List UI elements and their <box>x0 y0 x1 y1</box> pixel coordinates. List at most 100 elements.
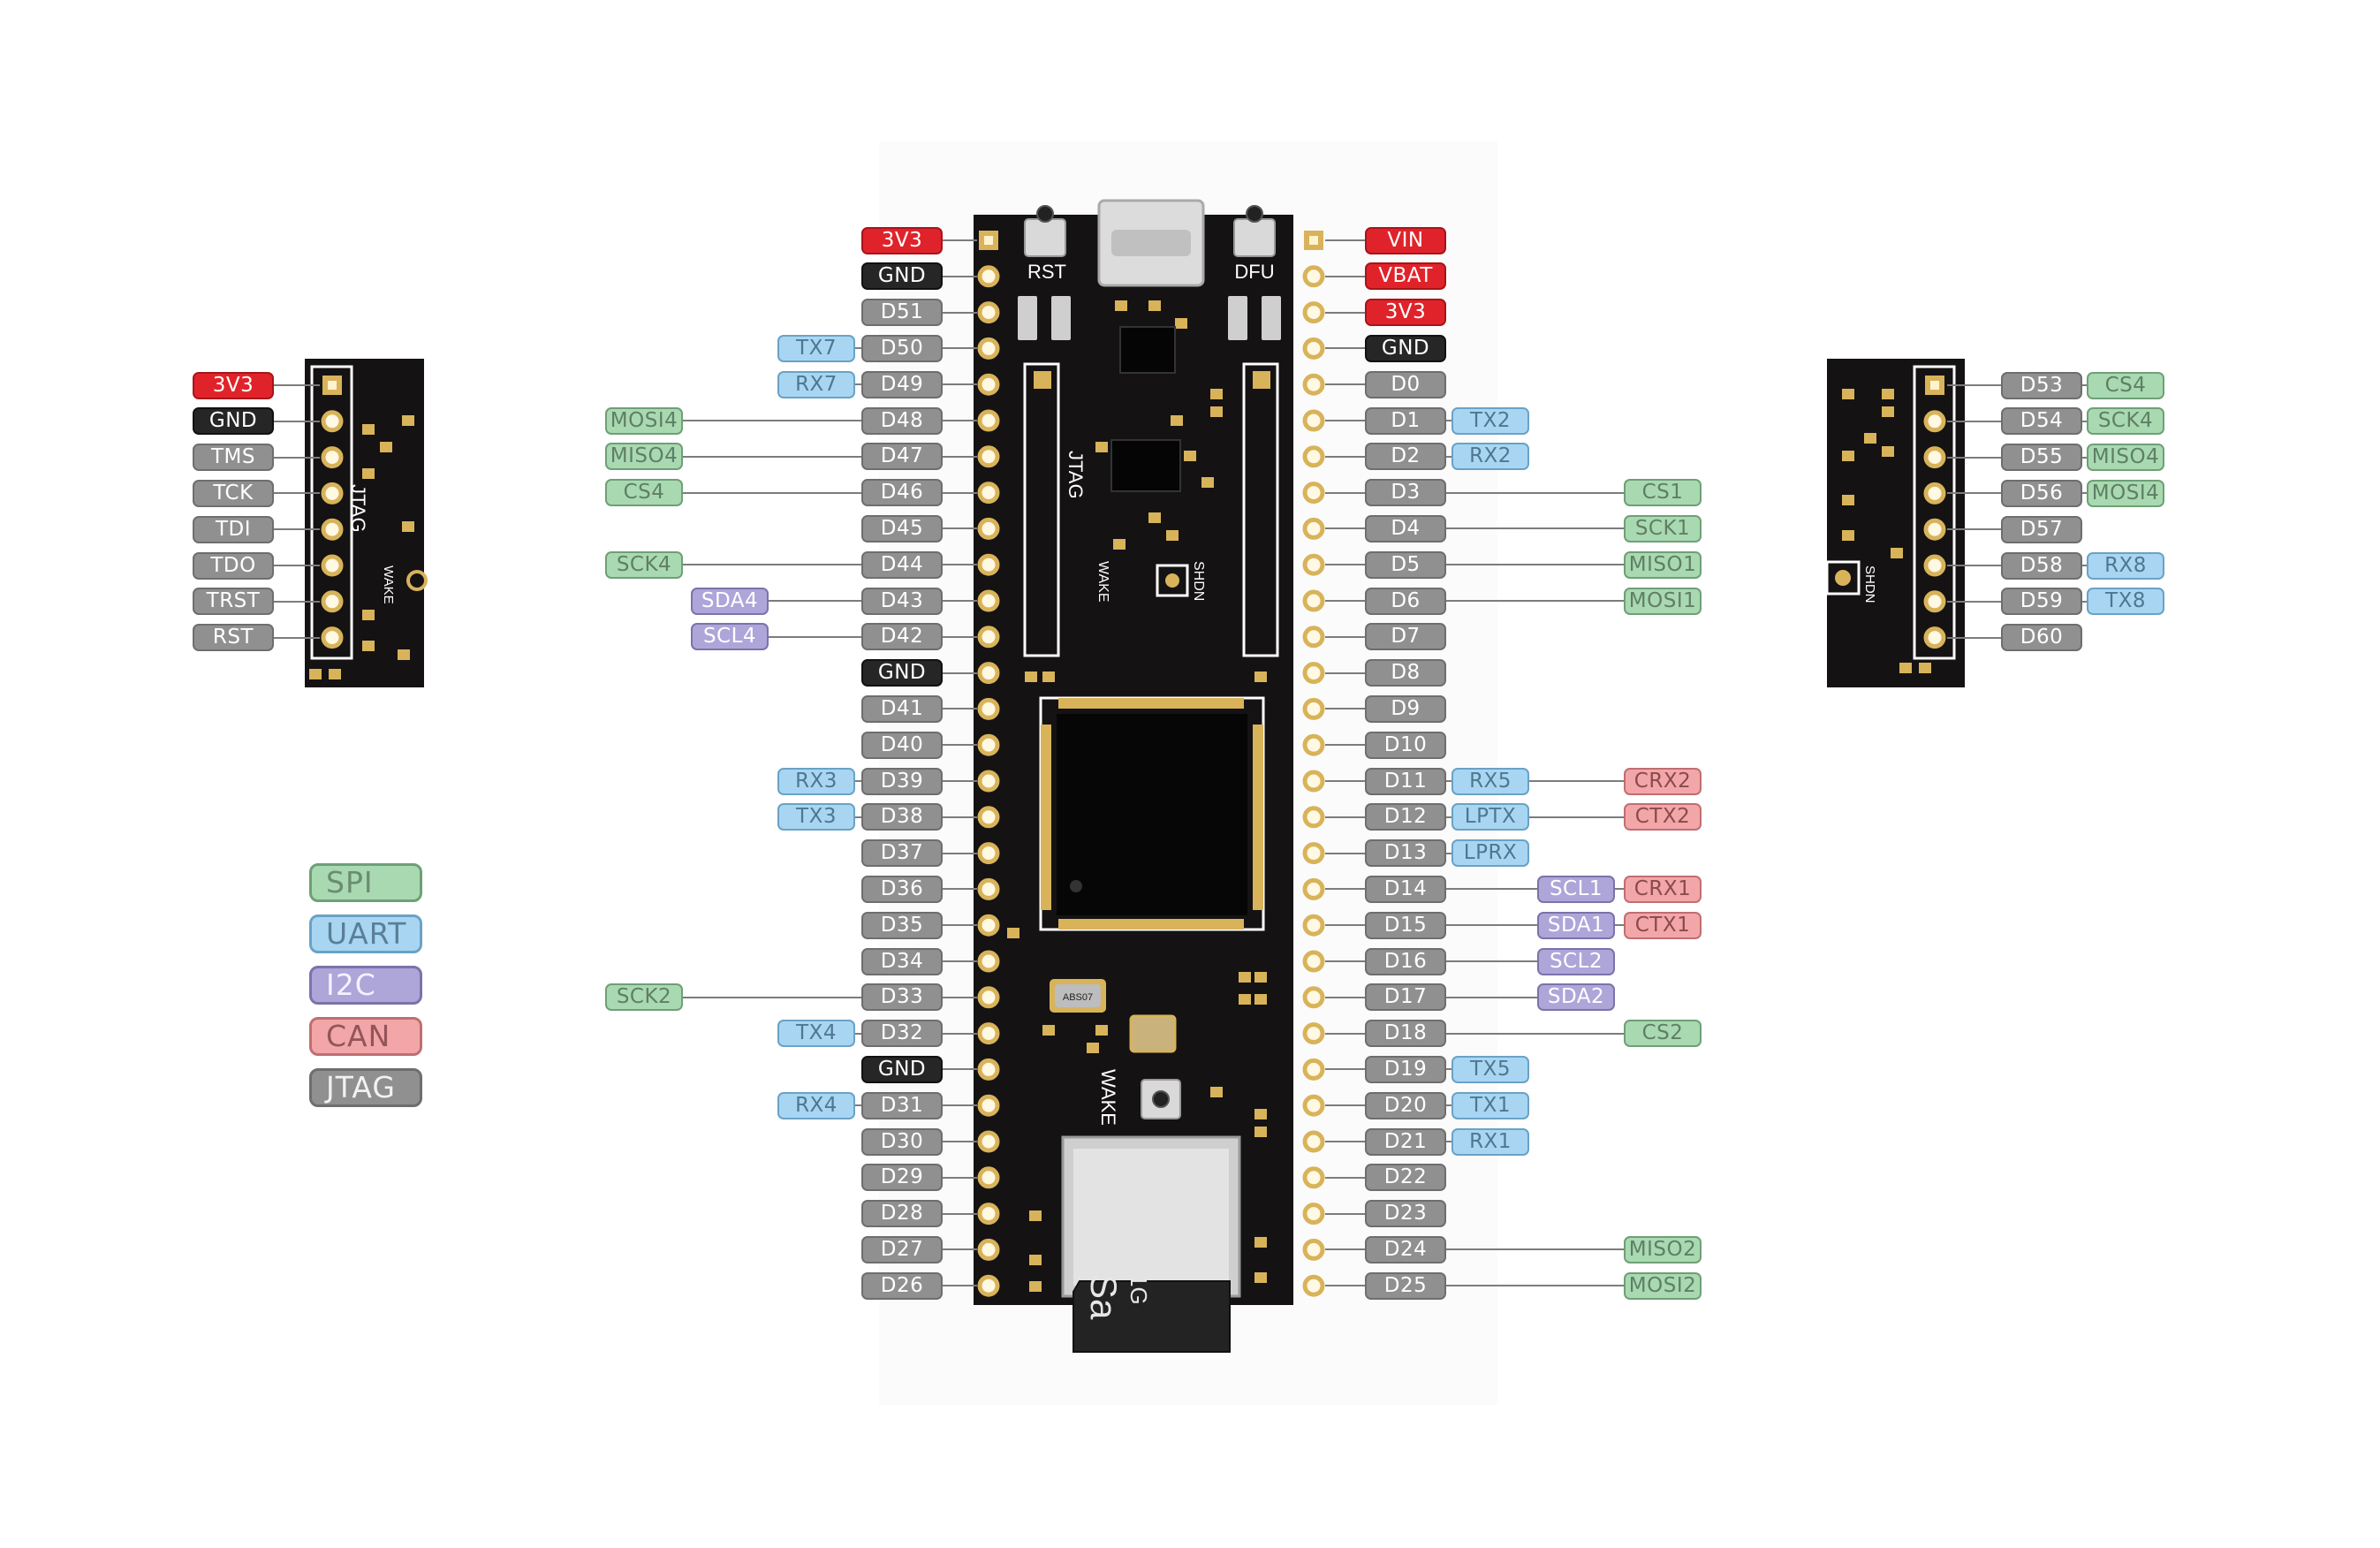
pad-left-4 <box>977 373 1000 396</box>
pad-right-12 <box>1302 662 1325 685</box>
pad-right-16 <box>1302 806 1325 829</box>
pad-right-23 <box>1302 1058 1325 1081</box>
pad-left-0-hole <box>984 236 993 245</box>
pad-left-18 <box>977 877 1000 900</box>
pad-left-19 <box>977 914 1000 937</box>
pad-right-19 <box>1302 914 1325 937</box>
pad-left-26 <box>977 1166 1000 1189</box>
jtag-header-label: JTAG <box>1065 451 1087 499</box>
jtag-pad-1 <box>321 410 344 433</box>
sd-card-size: 1G <box>1126 1274 1152 1305</box>
pad-right-3 <box>1302 337 1325 360</box>
jtag-board-wake-label: WAKE <box>381 565 396 604</box>
pad-right-7 <box>1302 482 1325 505</box>
pad-left-23 <box>977 1058 1000 1081</box>
pad-right-1 <box>1302 265 1325 288</box>
jtag-pad-5 <box>321 554 344 577</box>
inner-header-right <box>1242 362 1279 657</box>
pad-left-13 <box>977 697 1000 720</box>
pad-right-5 <box>1302 409 1325 432</box>
wake-button-label: WAKE <box>1097 1069 1119 1126</box>
pad-left-6 <box>977 445 1000 468</box>
pad-right-20 <box>1302 950 1325 973</box>
jtag-pad-3 <box>321 482 344 505</box>
extra-pad-2 <box>1923 446 1946 469</box>
pad-right-10 <box>1302 589 1325 612</box>
rst-button-label: RST <box>1027 261 1066 283</box>
dfu-button-label: DFU <box>1234 261 1274 283</box>
sd-card: Sa 1G <box>1073 1274 1231 1353</box>
pad-right-22 <box>1302 1022 1325 1045</box>
pad-right-24 <box>1302 1094 1325 1117</box>
pad-left-12 <box>977 662 1000 685</box>
jtag-board-header-label: JTAG <box>347 484 369 533</box>
pad-left-24 <box>977 1094 1000 1117</box>
wake-pad-label: WAKE <box>1095 561 1110 603</box>
pad-right-9 <box>1302 553 1325 576</box>
pad-left-17 <box>977 842 1000 865</box>
shdn-pad-label: SHDN <box>1191 561 1206 601</box>
pad-right-0-hole <box>1309 236 1318 245</box>
jtag-pad-7 <box>321 626 344 649</box>
pad-right-2 <box>1302 301 1325 324</box>
pad-right-6 <box>1302 445 1325 468</box>
main-board-pads <box>977 231 1325 1297</box>
pad-left-3 <box>977 337 1000 360</box>
pad-right-29 <box>1302 1274 1325 1297</box>
sd-card-slot <box>1061 1135 1241 1298</box>
pad-left-10 <box>977 589 1000 612</box>
pad-right-28 <box>1302 1238 1325 1261</box>
pad-right-15 <box>1302 770 1325 793</box>
crystal-label: ABS07 <box>1063 992 1093 1003</box>
pad-left-7 <box>977 482 1000 505</box>
jtag-pad-6 <box>321 590 344 613</box>
pad-right-11 <box>1302 626 1325 649</box>
pad-right-18 <box>1302 877 1325 900</box>
mcu-chip <box>1039 696 1265 931</box>
pad-left-28 <box>977 1238 1000 1261</box>
extra-pad-6 <box>1923 590 1946 613</box>
pad-right-25 <box>1302 1130 1325 1153</box>
pad-left-16 <box>977 806 1000 829</box>
pad-right-13 <box>1302 697 1325 720</box>
pad-right-27 <box>1302 1203 1325 1226</box>
dfu-button: DFU <box>1233 205 1276 283</box>
inner-header-left <box>1023 362 1060 657</box>
extra-pad-7 <box>1923 626 1946 649</box>
extra-pad-1 <box>1923 410 1946 433</box>
rst-button: RST <box>1024 205 1066 283</box>
pad-left-2 <box>977 301 1000 324</box>
pad-left-5 <box>977 409 1000 432</box>
extra-board-shdn-label: SHDN <box>1862 565 1877 603</box>
main-board: RST DFU <box>974 199 1325 1353</box>
pad-left-1 <box>977 265 1000 288</box>
pad-left-8 <box>977 517 1000 540</box>
jtag-pad-0-hole <box>328 381 337 390</box>
pad-right-21 <box>1302 986 1325 1009</box>
sd-card-brand: Sa <box>1083 1274 1125 1320</box>
pad-left-14 <box>977 733 1000 756</box>
extra-pad-3 <box>1923 482 1946 505</box>
pad-right-26 <box>1302 1166 1325 1189</box>
pad-left-25 <box>977 1130 1000 1153</box>
pad-right-8 <box>1302 517 1325 540</box>
pad-right-4 <box>1302 373 1325 396</box>
pad-left-21 <box>977 986 1000 1009</box>
pad-left-27 <box>977 1203 1000 1226</box>
extra-pins-board: SHDN <box>1825 359 1965 687</box>
pad-left-29 <box>977 1274 1000 1297</box>
extra-pad-4 <box>1923 518 1946 541</box>
pad-left-15 <box>977 770 1000 793</box>
pad-right-14 <box>1302 733 1325 756</box>
jtag-board: JTAG WAKE <box>305 359 428 687</box>
pad-left-22 <box>977 1022 1000 1045</box>
jtag-pad-2 <box>321 446 344 469</box>
jtag-pad-4 <box>321 518 344 541</box>
crystal: ABS07 <box>1050 979 1106 1013</box>
wake-button: WAKE <box>1097 1069 1181 1126</box>
pad-left-20 <box>977 950 1000 973</box>
pad-left-11 <box>977 626 1000 649</box>
extra-pad-0-hole <box>1930 381 1939 390</box>
